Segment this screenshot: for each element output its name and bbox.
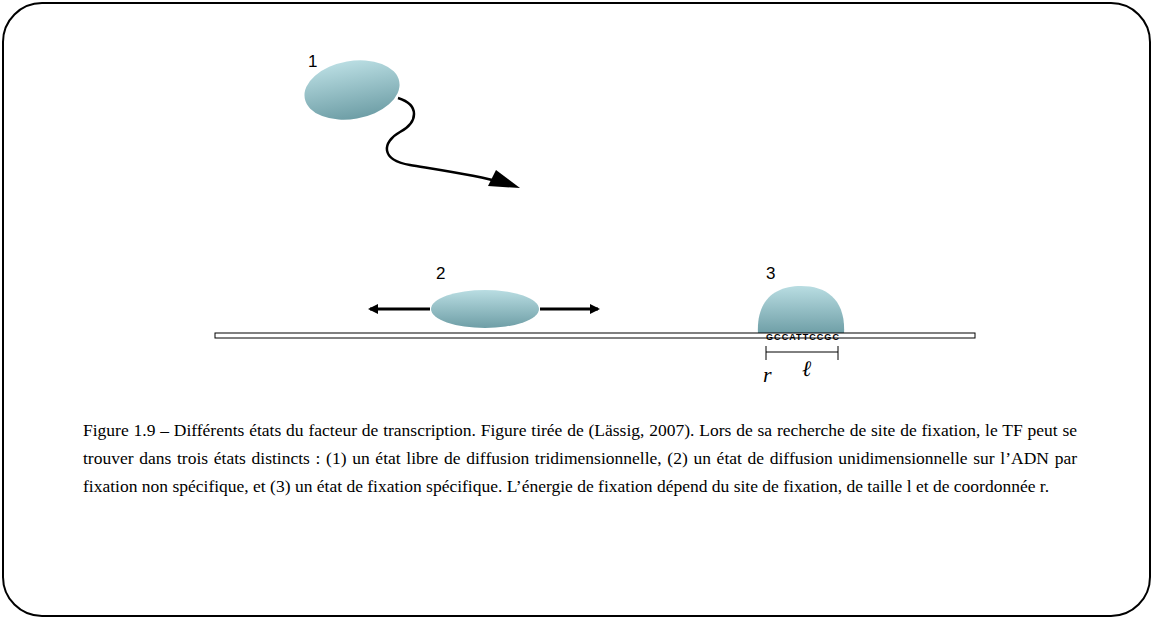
tf-sliding	[431, 290, 539, 328]
position-symbol: r	[763, 362, 772, 388]
callout-number: 3	[766, 264, 775, 284]
tf-bound	[758, 286, 844, 334]
callout-number: 1	[308, 52, 317, 72]
figure-caption: Figure 1.9 – Différents états du facteur…	[83, 416, 1077, 500]
callout-number: 2	[436, 264, 445, 284]
slide-right-arrow	[540, 308, 598, 311]
arrow-head	[488, 170, 520, 188]
site-bracket	[838, 346, 839, 360]
length-symbol: ℓ	[802, 356, 811, 382]
dna-strand	[215, 333, 975, 338]
diffusion-path	[387, 98, 500, 182]
slide-left-arrow	[370, 308, 430, 311]
dna-sequence: GCCATTCCGC	[766, 332, 840, 342]
site-bracket	[766, 346, 767, 360]
site-bracket	[766, 352, 838, 353]
